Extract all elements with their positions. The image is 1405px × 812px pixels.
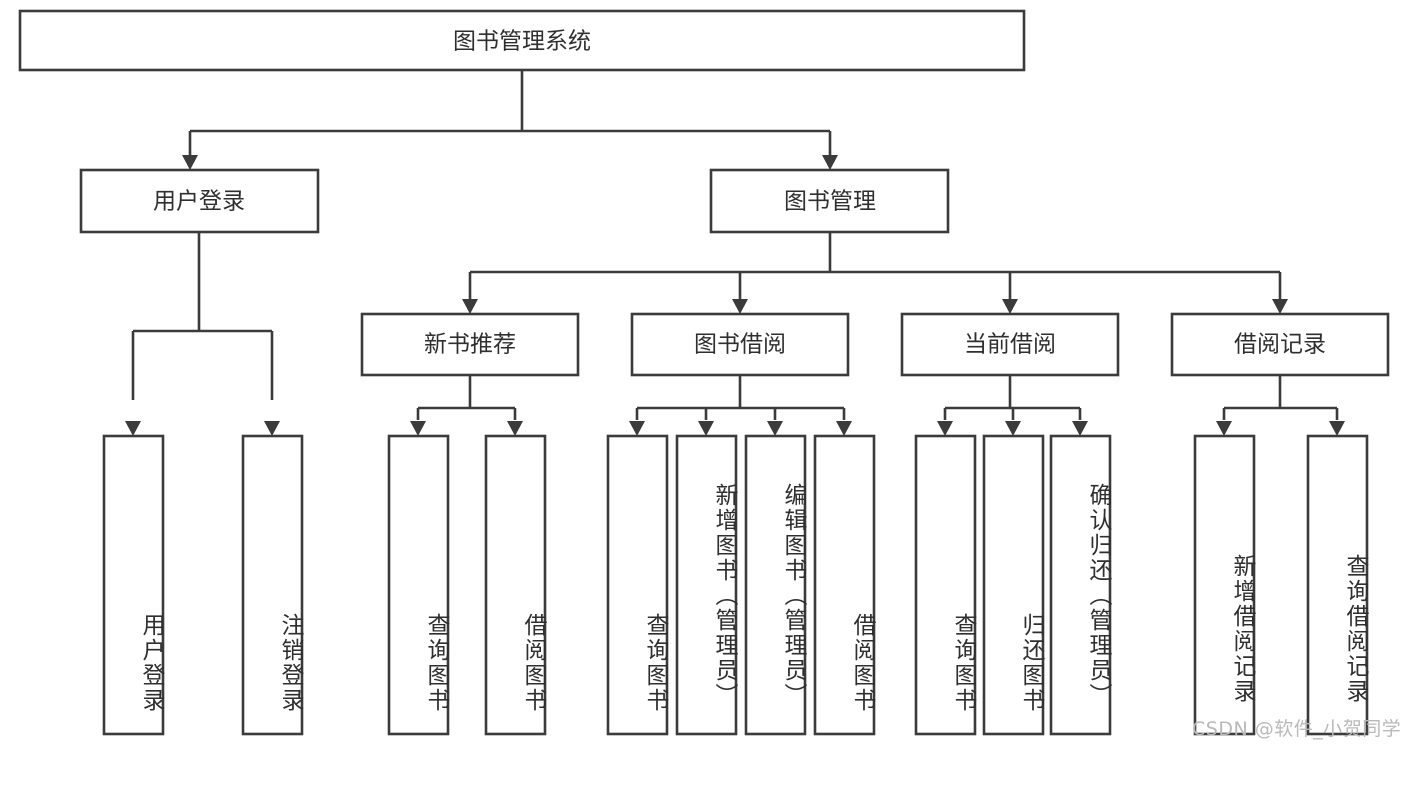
node-user-login[interactable]: 用户登录 xyxy=(79,168,320,234)
arrow-to-new-book xyxy=(462,299,478,314)
node-book-borrow[interactable]: 图书借阅 xyxy=(630,312,850,377)
node-root-label: 图书管理系统 xyxy=(453,29,591,55)
arrow-to-book-manage xyxy=(822,155,838,170)
arrow-cb-leaf-2 xyxy=(1072,421,1088,436)
node-book-manage[interactable]: 图书管理 xyxy=(709,168,950,234)
arrow-to-current xyxy=(1002,299,1018,314)
leaf-box-borrow-record-0[interactable] xyxy=(1193,434,1256,736)
connector-group-record xyxy=(1216,375,1345,436)
node-root-box[interactable] xyxy=(18,9,1026,72)
node-borrow-record-label: 借阅记录 xyxy=(1234,332,1326,358)
leaf-box-new-book-0[interactable] xyxy=(387,434,450,736)
node-root[interactable]: 图书管理系统 xyxy=(18,9,1026,72)
arrow-bb-leaf-3 xyxy=(836,421,852,436)
arrow-cb-leaf-0 xyxy=(937,421,953,436)
connector-group-book-manage xyxy=(462,232,1288,314)
arrow-ul-leaf-0 xyxy=(125,421,141,436)
leaf-box-current-borrow-2[interactable] xyxy=(1049,434,1112,736)
arrow-br-leaf-0 xyxy=(1216,421,1232,436)
node-user-login-label: 用户登录 xyxy=(153,189,245,215)
connector-group-root xyxy=(182,70,838,170)
arrow-nb-leaf-1 xyxy=(507,421,523,436)
connector-group-user-login xyxy=(125,232,280,436)
node-current-borrow[interactable]: 当前借阅 xyxy=(900,312,1120,377)
node-borrow-record[interactable]: 借阅记录 xyxy=(1170,312,1390,377)
arrow-to-user-login xyxy=(182,155,198,170)
arrow-bb-leaf-1 xyxy=(698,421,714,436)
node-book-manage-box[interactable] xyxy=(709,168,950,234)
leaf-box-user-login-0[interactable] xyxy=(102,434,165,736)
functional-structure-diagram: 图书管理系统 用户登录 图书管理 新书推荐 图书借阅 当前借阅 借阅记录 xyxy=(18,9,1402,740)
arrow-bb-leaf-2 xyxy=(767,421,783,436)
leaf-box-borrow-record-1[interactable] xyxy=(1306,434,1369,736)
leaf-box-book-borrow-3[interactable] xyxy=(813,434,876,736)
arrow-nb-leaf-0 xyxy=(410,421,426,436)
node-book-manage-label: 图书管理 xyxy=(784,189,876,215)
arrow-ul-leaf-1 xyxy=(264,421,280,436)
leaf-box-new-book-1[interactable] xyxy=(484,434,547,736)
tree-svg-canvas: 图书管理系统 用户登录 图书管理 新书推荐 图书借阅 当前借阅 借阅记录 xyxy=(18,9,1390,736)
leaf-box-current-borrow-0[interactable] xyxy=(914,434,977,736)
leaf-box-book-borrow-0[interactable] xyxy=(606,434,669,736)
node-current-borrow-label: 当前借阅 xyxy=(964,332,1056,358)
node-borrow-record-box[interactable] xyxy=(1170,312,1390,377)
node-new-book-recommend[interactable]: 新书推荐 xyxy=(360,312,580,377)
leaf-box-user-login-1[interactable] xyxy=(241,434,304,736)
node-new-book-recommend-label: 新书推荐 xyxy=(424,332,516,358)
leaf-box-current-borrow-1[interactable] xyxy=(982,434,1045,736)
node-user-login-box[interactable] xyxy=(79,168,320,234)
arrow-bb-leaf-0 xyxy=(629,421,645,436)
node-book-borrow-label: 图书借阅 xyxy=(694,332,786,358)
arrow-to-borrow xyxy=(732,299,748,314)
arrow-br-leaf-1 xyxy=(1329,421,1345,436)
connector-group-borrow xyxy=(629,375,852,436)
connector-group-current xyxy=(937,375,1088,436)
leaf-box-book-borrow-1[interactable] xyxy=(675,434,738,736)
node-current-borrow-box[interactable] xyxy=(900,312,1120,377)
connector-group-new-book xyxy=(410,375,523,436)
node-book-borrow-box[interactable] xyxy=(630,312,850,377)
arrow-to-record xyxy=(1272,299,1288,314)
leaf-box-book-borrow-2[interactable] xyxy=(744,434,807,736)
node-new-book-recommend-box[interactable] xyxy=(360,312,580,377)
csdn-watermark: CSDN @软件_小贺同学 xyxy=(1192,718,1402,740)
arrow-cb-leaf-1 xyxy=(1005,421,1021,436)
